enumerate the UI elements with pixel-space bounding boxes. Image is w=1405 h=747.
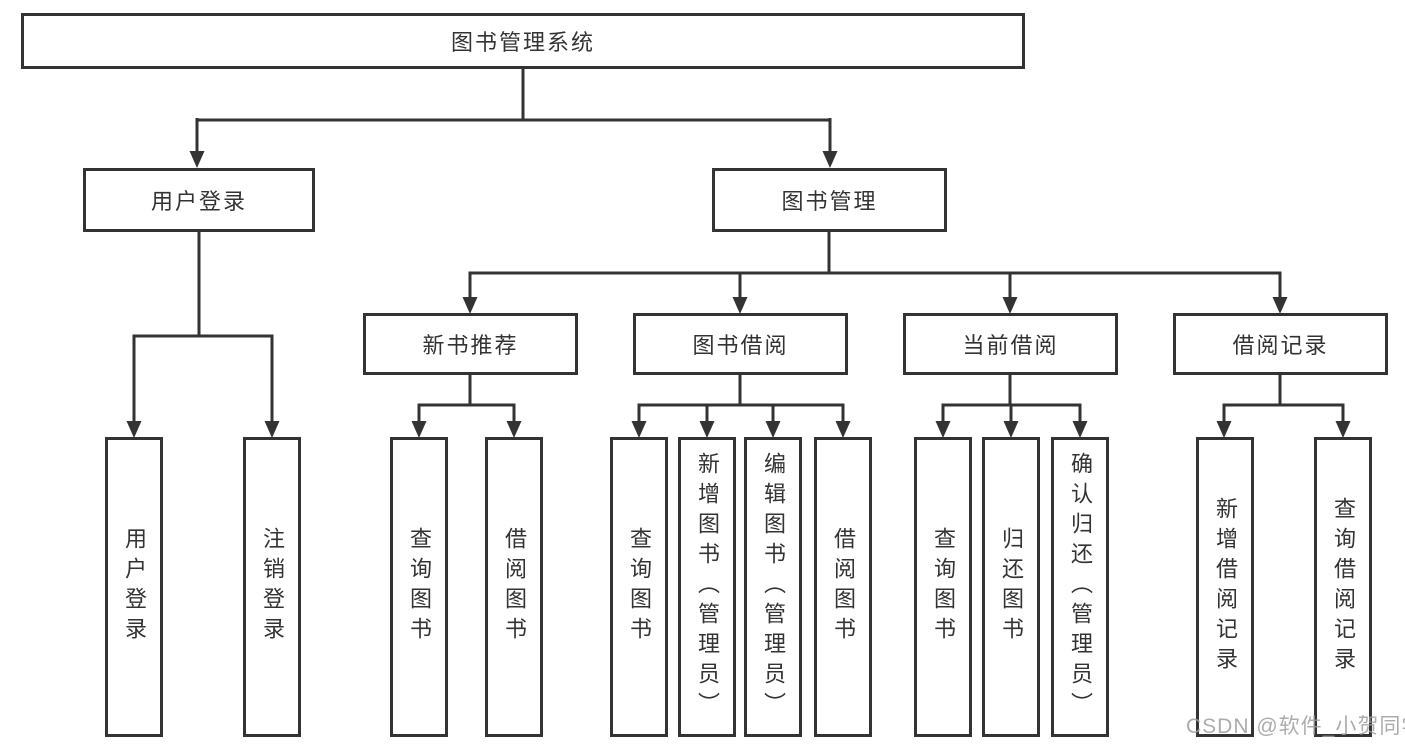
arrow-down-icon: [935, 421, 951, 438]
watermark: CSDN @软件_小贺同学: [1186, 715, 1405, 738]
node-borrow-records: 借阅记录: [1173, 313, 1388, 375]
node-label: 借阅记录: [1232, 333, 1329, 358]
node-query-books-borrowing: 查询图书: [610, 437, 668, 737]
node-current-borrowing: 当前借阅: [903, 313, 1118, 375]
arrow-down-icon: [1272, 297, 1288, 314]
node-label: 借阅图书: [831, 527, 856, 647]
node-label: 图书管理: [781, 189, 878, 214]
node-edit-book-admin: 编辑图书（管理员）: [744, 437, 802, 737]
arrow-down-icon: [1002, 297, 1018, 314]
arrow-down-icon: [1003, 421, 1019, 438]
node-label: 确认归还（管理员）: [1068, 452, 1093, 722]
arrow-down-icon: [765, 421, 781, 438]
node-query-books-current: 查询图书: [914, 437, 972, 737]
node-label: 编辑图书（管理员）: [761, 452, 786, 722]
node-label: 注销登录: [260, 527, 285, 647]
arrow-down-icon: [264, 421, 280, 438]
node-query-books-recommend: 查询图书: [390, 437, 448, 737]
node-label: 查询图书: [627, 527, 652, 647]
arrow-down-icon: [631, 421, 647, 438]
node-book-borrowing: 图书借阅: [633, 313, 848, 375]
node-book-management-module: 图书管理: [712, 168, 947, 232]
node-borrow-books: 借阅图书: [814, 437, 872, 737]
arrow-down-icon: [411, 421, 427, 438]
node-label: 当前借阅: [962, 333, 1059, 358]
arrow-down-icon: [1335, 421, 1351, 438]
node-label: 图书管理系统: [450, 30, 595, 55]
node-label: 图书借阅: [692, 333, 789, 358]
arrow-down-icon: [506, 421, 522, 438]
node-label: 查询借阅记录: [1331, 497, 1356, 677]
node-add-book-admin: 新增图书（管理员）: [678, 437, 736, 737]
node-return-books: 归还图书: [982, 437, 1040, 737]
node-user-login: 用户登录: [105, 437, 163, 737]
node-label: 查询图书: [931, 527, 956, 647]
node-add-borrow-record: 新增借阅记录: [1196, 437, 1254, 737]
node-logout: 注销登录: [243, 437, 301, 737]
arrow-down-icon: [462, 297, 478, 314]
node-label: 归还图书: [999, 527, 1024, 647]
arrow-down-icon: [189, 151, 205, 168]
arrow-down-icon: [822, 151, 838, 168]
node-borrow-books-recommend: 借阅图书: [485, 437, 543, 737]
node-label: 查询图书: [407, 527, 432, 647]
node-query-borrow-record: 查询借阅记录: [1314, 437, 1372, 737]
arrow-down-icon: [1216, 421, 1232, 438]
node-new-book-recommend: 新书推荐: [363, 313, 578, 375]
arrow-down-icon: [1072, 421, 1088, 438]
node-label: 用户登录: [150, 189, 247, 214]
node-user-login-module: 用户登录: [83, 168, 315, 232]
arrow-down-icon: [732, 297, 748, 314]
node-label: 新增图书（管理员）: [695, 452, 720, 722]
node-label: 新书推荐: [422, 333, 519, 358]
arrow-down-icon: [126, 421, 142, 438]
node-label: 新增借阅记录: [1213, 497, 1238, 677]
node-label: 用户登录: [122, 527, 147, 647]
node-label: 借阅图书: [502, 527, 527, 647]
arrow-down-icon: [835, 421, 851, 438]
node-confirm-return-admin: 确认归还（管理员）: [1051, 437, 1109, 737]
node-library-system: 图书管理系统: [21, 13, 1025, 69]
arrow-down-icon: [699, 421, 715, 438]
